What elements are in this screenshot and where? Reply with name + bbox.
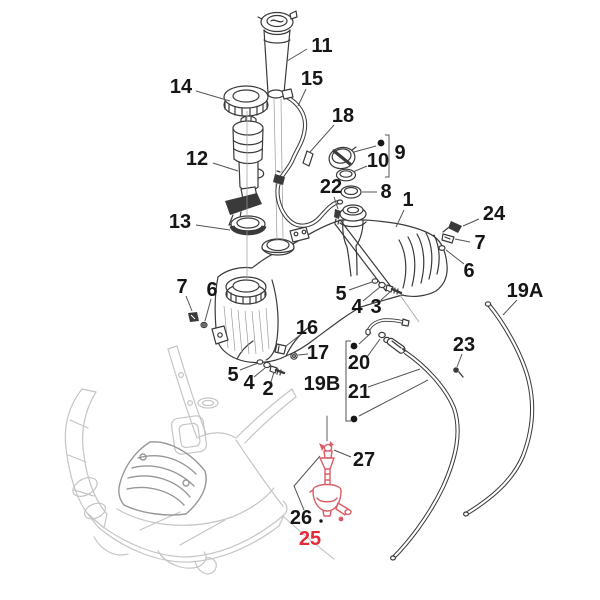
leader-line-5-bottom: [239, 362, 259, 371]
bracket-group-19B: [345, 340, 351, 422]
part-label-20[interactable]: 20: [348, 352, 370, 374]
leader-line-11: [286, 48, 308, 62]
part-label-6-right[interactable]: 6: [463, 260, 474, 282]
seal-ring-artwork: [229, 215, 267, 236]
dot-group-9: [377, 139, 385, 147]
part-label-11[interactable]: 11: [311, 35, 332, 57]
leader-line-13: [195, 224, 231, 231]
fuel-cap-artwork: [328, 146, 362, 225]
leader-line-5-mid: [348, 281, 373, 291]
part-label-1[interactable]: 1: [402, 189, 413, 211]
leader-line-7-left: [185, 295, 193, 312]
part-label-19B[interactable]: 19B: [304, 373, 341, 395]
leader-line-17: [297, 353, 309, 356]
fuel-tank-artwork: [211, 204, 448, 364]
dot-group-9-leader: [353, 145, 377, 153]
part-label-21[interactable]: 21: [348, 381, 370, 403]
part-label-27[interactable]: 27: [353, 449, 375, 471]
fuel-pump-artwork: [225, 115, 265, 226]
part-label-22[interactable]: 22: [320, 176, 342, 198]
part-label-18[interactable]: 18: [332, 105, 354, 127]
frame-floor-panel-artwork: [118, 441, 207, 516]
leader-line-16: [285, 334, 301, 347]
leader-line-26: [293, 455, 321, 511]
bracket-group-9: [385, 134, 390, 178]
part-label-16[interactable]: 16: [296, 317, 318, 339]
part-label-15[interactable]: 15: [301, 68, 323, 90]
fuel-hose-19a-artwork: [463, 301, 535, 517]
part-label-17[interactable]: 17: [307, 342, 329, 364]
part-label-6-left[interactable]: 6: [206, 279, 217, 301]
dot-21-leader: [358, 379, 429, 417]
leader-line-21: [367, 368, 421, 388]
part-label-12[interactable]: 12: [186, 148, 208, 170]
leader-line-6-left: [204, 298, 212, 322]
part-label-3-mid[interactable]: 3: [370, 296, 381, 318]
dot-21: [350, 415, 358, 423]
part-label-2[interactable]: 2: [262, 378, 273, 400]
leader-line-3-mid: [380, 290, 392, 301]
leader-line-15: [297, 88, 307, 107]
part-label-14[interactable]: 14: [170, 76, 193, 98]
part-label-10[interactable]: 10: [367, 150, 389, 172]
leader-line-23: [456, 353, 463, 368]
vent-hose-artwork: [273, 88, 344, 228]
leader-line-4-bottom: [253, 367, 266, 378]
leader-line-14: [195, 90, 231, 102]
dot-20: [350, 342, 358, 350]
leader-line-18: [309, 124, 335, 153]
ring-nut-artwork: [223, 85, 269, 117]
leader-line-12: [212, 162, 239, 172]
leader-line-7-right: [454, 238, 471, 243]
filler-neck-artwork: [246, 10, 298, 280]
part-label-23[interactable]: 23: [453, 334, 475, 356]
part-label-4-mid[interactable]: 4: [351, 296, 363, 318]
leader-line-6-right: [445, 249, 465, 265]
leader-line-4-mid: [362, 286, 381, 302]
part-label-13[interactable]: 13: [169, 211, 191, 233]
part-label-5-mid[interactable]: 5: [335, 283, 346, 305]
part-label-19A[interactable]: 19A: [507, 280, 544, 302]
part-label-26[interactable]: 26: [290, 507, 312, 529]
leader-line-20: [366, 338, 381, 358]
leader-line-22: [333, 196, 339, 210]
leader-line-10: [352, 165, 368, 173]
leader-line-2: [270, 371, 275, 383]
part-label-24[interactable]: 24: [483, 203, 506, 225]
leader-line-1: [395, 209, 405, 228]
fuel-valve-highlighted-artwork: [309, 415, 352, 522]
dot-26: [319, 519, 323, 523]
dot-20-leader: [358, 332, 372, 345]
leader-line-27: [333, 449, 352, 458]
part-label-5-bottom[interactable]: 5: [227, 364, 238, 386]
part-label-7-left[interactable]: 7: [176, 276, 187, 298]
leader-line-19A: [502, 299, 518, 316]
fasteners-artwork: [188, 221, 462, 376]
leader-line-24: [462, 218, 480, 227]
scooter-frame-artwork: [64, 345, 335, 575]
part-label-4-bottom[interactable]: 4: [243, 372, 255, 394]
part-label-25[interactable]: 25: [299, 528, 321, 550]
part-label-7-right[interactable]: 7: [474, 232, 485, 254]
fuel-hose-19b-artwork: [365, 318, 464, 561]
part-label-9[interactable]: 9: [394, 142, 405, 164]
part-label-8[interactable]: 8: [380, 181, 391, 203]
